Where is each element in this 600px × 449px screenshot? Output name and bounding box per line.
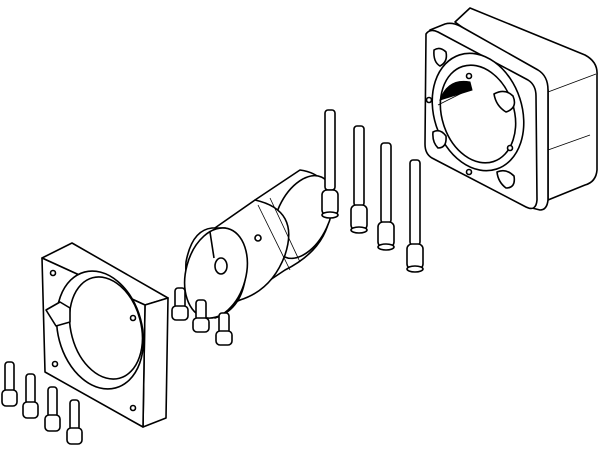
plate-screw [1,361,18,407]
plate-screw [66,399,83,445]
short-screw [192,299,210,333]
short-screw [171,287,189,321]
long-screws [321,109,424,273]
motor-flange-plate [41,242,169,428]
plate-screw [22,373,39,419]
long-screw [350,125,368,234]
coupling [183,169,334,319]
long-screw [321,109,339,219]
plate-screws [1,361,83,445]
short-screw [215,312,233,346]
motor-housing [424,7,598,211]
plate-screw [44,386,61,432]
short-screws [171,287,233,346]
long-screw [406,159,424,273]
long-screw [377,142,395,251]
